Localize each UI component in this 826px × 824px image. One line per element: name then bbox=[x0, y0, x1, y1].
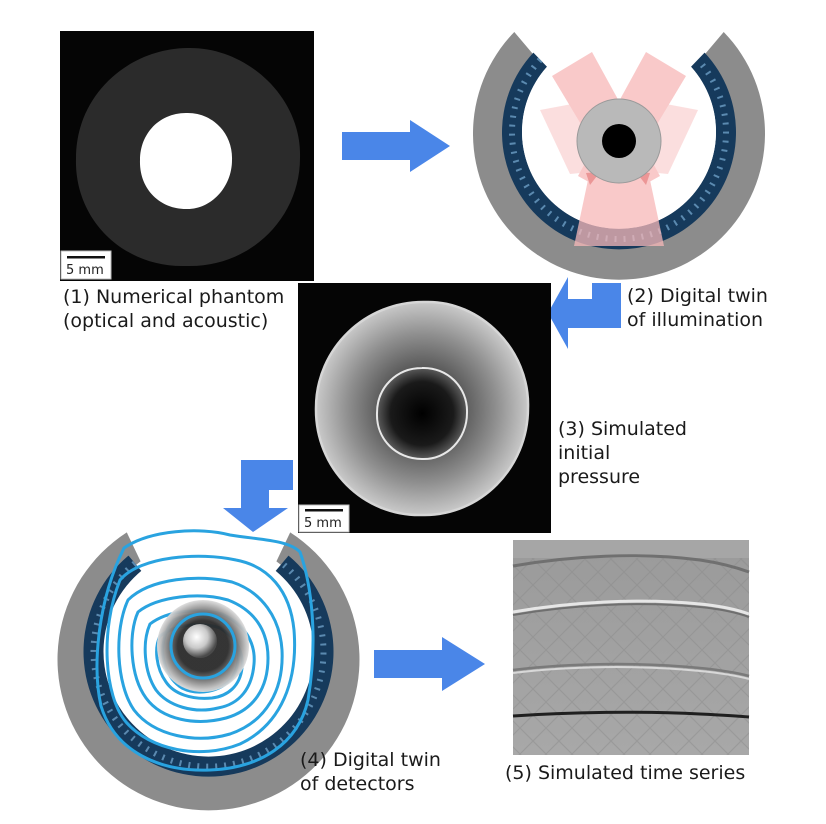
timeseries-wavefront-1 bbox=[512, 554, 750, 574]
phantom-caption-line1: (1) Numerical phantom bbox=[63, 286, 284, 308]
timeseries-wavefront-2 bbox=[512, 599, 750, 616]
pressure-scale-bar: 5 mm bbox=[298, 504, 350, 533]
pressure-caption-line1: (3) Simulated bbox=[558, 418, 687, 440]
pressure-inner-disc bbox=[375, 366, 469, 461]
detectors-panel: (4) Digital twin of detectors bbox=[57, 529, 441, 811]
phantom-scale-label: 5 mm bbox=[66, 263, 104, 278]
phantom-caption-line2: (optical and acoustic) bbox=[63, 310, 268, 332]
detectors-caption-line1: (4) Digital twin bbox=[300, 749, 441, 771]
timeseries-caption: (5) Simulated time series bbox=[505, 762, 745, 784]
elbow-arrow-icon bbox=[548, 277, 621, 349]
phantom-inner-disc bbox=[139, 112, 233, 210]
timeseries-wavefront-4 bbox=[512, 710, 750, 719]
pressure-panel: 5 mm (3) Simulated initial pressure bbox=[298, 283, 687, 533]
pressure-caption-line3: pressure bbox=[558, 466, 640, 488]
illumination-detector-array bbox=[502, 52, 737, 250]
detectors-sample-inner-ring bbox=[169, 612, 237, 680]
right-arrow-icon bbox=[374, 637, 485, 691]
timeseries-wavefront-3 bbox=[512, 662, 750, 678]
detectors-caption-line2: of detectors bbox=[300, 773, 414, 795]
illumination-panel: (2) Digital twin of illumination bbox=[473, 32, 768, 331]
phantom-scale-bar: 5 mm bbox=[60, 250, 112, 280]
pressure-caption-line2: initial bbox=[558, 442, 610, 464]
illumination-sample-core bbox=[602, 124, 636, 158]
phantom-panel: 5 mm (1) Numerical phantom (optical and … bbox=[60, 31, 314, 332]
right-arrow-icon bbox=[342, 120, 450, 172]
illumination-caption-line2: of illumination bbox=[627, 309, 763, 331]
elbow-arrow-icon bbox=[223, 460, 293, 532]
illumination-caption-line1: (2) Digital twin bbox=[627, 285, 768, 307]
detectors-sample-core bbox=[183, 624, 217, 658]
pressure-scale-label: 5 mm bbox=[304, 516, 342, 531]
timeseries-panel: (5) Simulated time series bbox=[505, 540, 750, 784]
